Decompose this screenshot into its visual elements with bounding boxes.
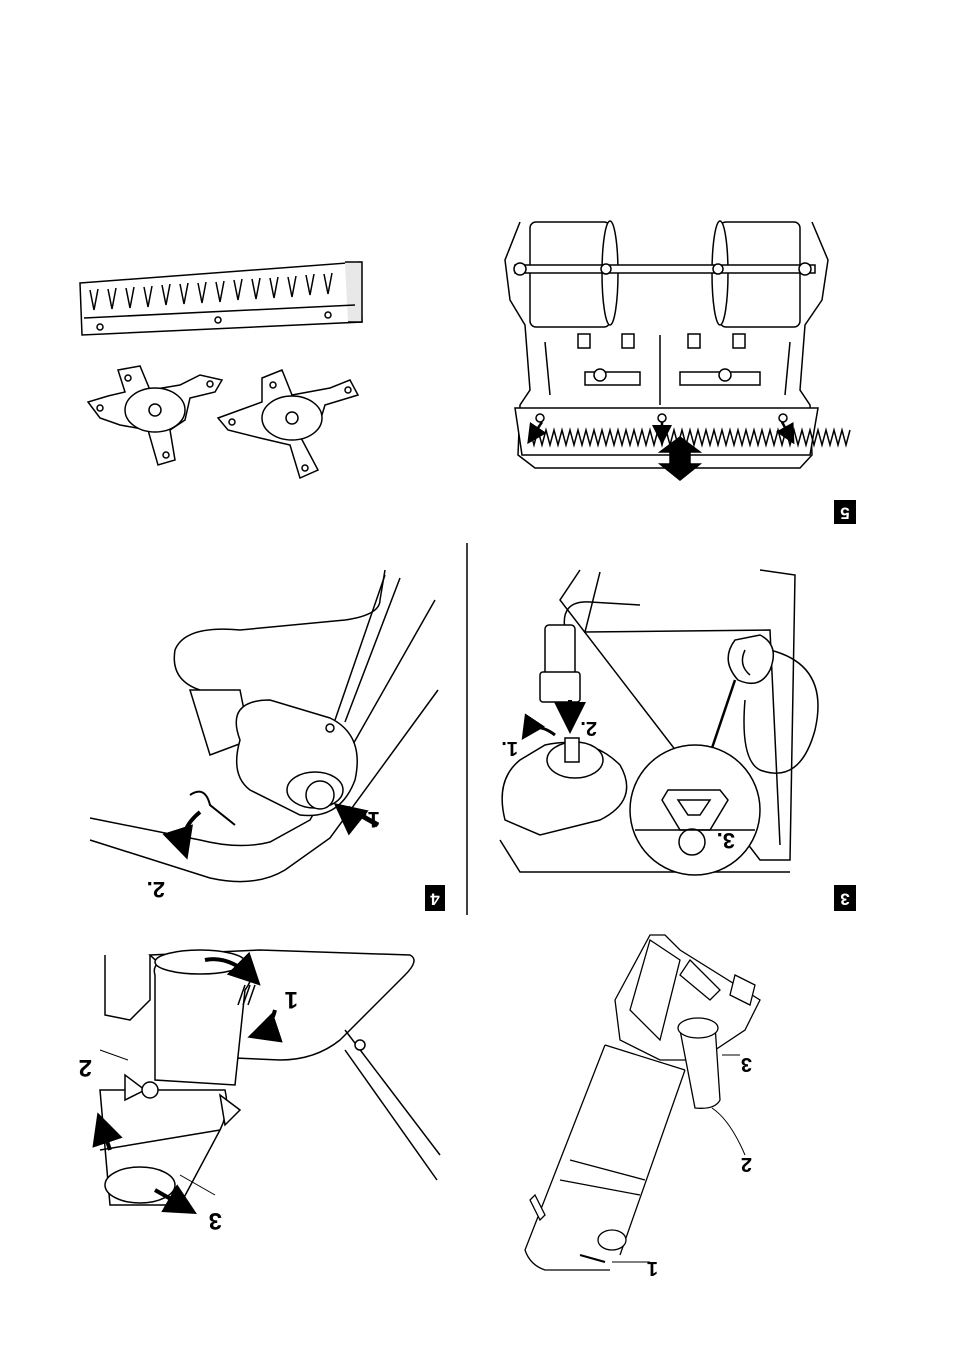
comb-part bbox=[80, 262, 362, 335]
blade-part-left bbox=[88, 366, 222, 465]
blade-part-right bbox=[218, 370, 358, 478]
figure-3-step-3: 3. bbox=[717, 828, 735, 853]
figure-4-number: 4 bbox=[430, 890, 440, 909]
chute-label-3: 3 bbox=[209, 1207, 222, 1234]
figure-4-step-2: 2. bbox=[147, 877, 165, 902]
figure-4-badge: 4 bbox=[425, 885, 445, 911]
chute-label-1: 1 bbox=[285, 986, 298, 1013]
machine-label-3: 3 bbox=[741, 1053, 752, 1075]
chute-label-2: 2 bbox=[79, 1054, 92, 1081]
switch-box bbox=[190, 690, 357, 816]
figure-4-illustration bbox=[90, 570, 438, 882]
figure-5-illustration bbox=[505, 221, 857, 522]
machine-label-2: 2 bbox=[741, 1153, 752, 1175]
strain-relief-hook bbox=[728, 635, 773, 683]
figure-4-step-1: 1. bbox=[362, 807, 380, 832]
zoom-detail bbox=[630, 745, 760, 875]
figure-3-number: 3 bbox=[840, 890, 849, 909]
chute-assembly-illustration bbox=[100, 950, 440, 1210]
machine-overview-illustration bbox=[525, 935, 760, 1270]
spare-parts-illustration bbox=[80, 262, 362, 478]
figure-3-illustration bbox=[500, 570, 818, 875]
socket bbox=[502, 738, 627, 835]
figure-3-badge: 3 bbox=[834, 885, 856, 911]
figure-3-step-1: 1. bbox=[501, 737, 518, 759]
plug bbox=[540, 625, 580, 702]
figure-5-badge: 5 bbox=[834, 500, 856, 524]
figure-5-number: 5 bbox=[840, 504, 849, 523]
wheel-right bbox=[712, 221, 800, 327]
machine-label-1: 1 bbox=[647, 1257, 658, 1279]
figure-3-step-2: 2. bbox=[580, 717, 597, 739]
